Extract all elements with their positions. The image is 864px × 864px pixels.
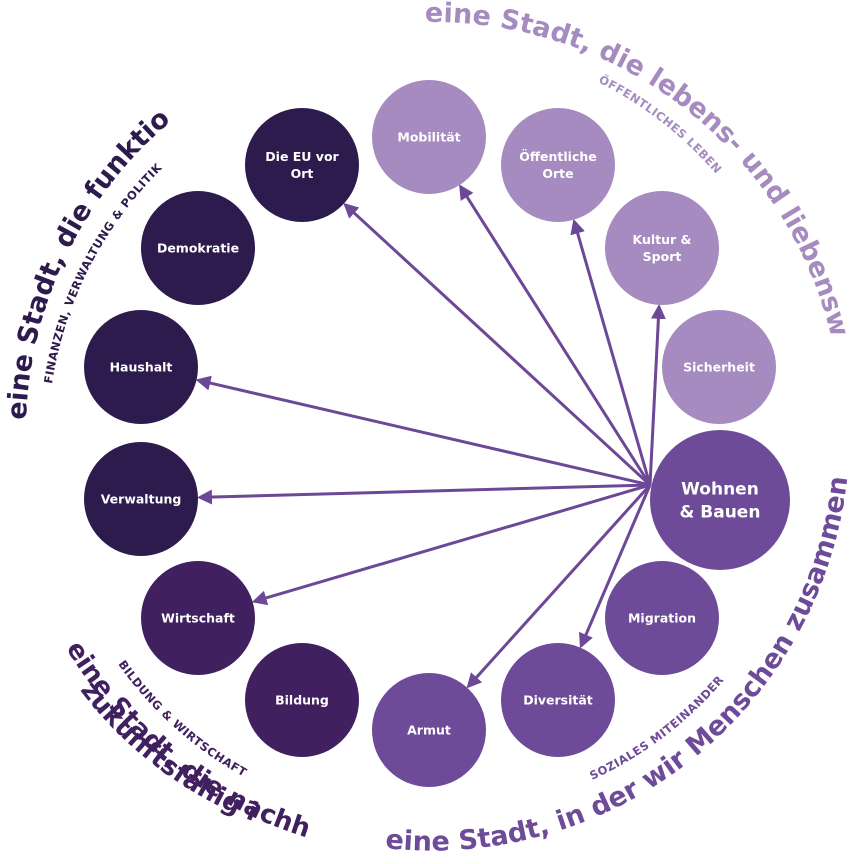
topic-node-wirtschaft: Wirtschaft xyxy=(141,561,255,675)
node-circle xyxy=(245,643,359,757)
node-label: Demokratie xyxy=(157,241,239,256)
node-label: Sicherheit xyxy=(683,360,755,375)
node-circle xyxy=(501,108,615,222)
node-circle xyxy=(141,561,255,675)
topic-node-migration: Migration xyxy=(605,561,719,675)
arrow-to-eu xyxy=(343,202,652,487)
node-label: Diversität xyxy=(523,693,593,708)
node-circle xyxy=(605,191,719,305)
arrow-to-oeffentliche-orte xyxy=(570,218,652,486)
topic-node-kultur-sport: Kultur & Sport xyxy=(605,191,719,305)
arrow-to-mobilitaet xyxy=(459,184,652,486)
node-circle xyxy=(84,310,198,424)
node-label: Ort xyxy=(291,166,314,181)
topic-nodes: Die EU vorOrtDemokratieHaushaltVerwaltun… xyxy=(84,80,790,787)
node-label: & Bauen xyxy=(680,503,761,523)
node-label: Armut xyxy=(407,723,451,738)
node-circle xyxy=(245,108,359,222)
node-circle xyxy=(650,430,790,570)
node-label: Haushalt xyxy=(110,360,173,375)
arrow-to-verwaltung xyxy=(196,483,651,505)
node-circle xyxy=(141,191,255,305)
node-label: Orte xyxy=(542,166,573,181)
node-circle xyxy=(605,561,719,675)
node-label: Kultur & xyxy=(633,232,692,247)
node-label: Verwaltung xyxy=(101,492,182,507)
node-label: Wohnen xyxy=(681,480,759,500)
topic-node-bildung: Bildung xyxy=(245,643,359,757)
node-label: Mobilität xyxy=(397,130,460,145)
node-label: Sport xyxy=(643,249,682,264)
topic-node-sicherheit: Sicherheit xyxy=(662,310,776,424)
topic-node-demokratie: Demokratie xyxy=(141,191,255,305)
topic-node-wohnen: Wohnen & Bauen xyxy=(650,430,790,570)
arrow-to-armut xyxy=(466,483,652,689)
topic-node-diversitaet: Diversität xyxy=(501,643,615,757)
node-label: Bildung xyxy=(275,693,329,708)
topic-node-verwaltung: Verwaltung xyxy=(84,442,198,556)
node-circle xyxy=(372,80,486,194)
arrow-to-kultur-sport xyxy=(648,303,666,486)
topic-node-mobilitaet: Mobilität xyxy=(372,80,486,194)
topic-node-armut: Armut xyxy=(372,673,486,787)
node-label: Die EU vor xyxy=(265,149,339,164)
node-label: Öffentliche xyxy=(519,149,596,164)
node-circle xyxy=(372,673,486,787)
node-label: Wirtschaft xyxy=(161,611,235,626)
topic-node-haushalt: Haushalt xyxy=(84,310,198,424)
node-circle xyxy=(501,643,615,757)
arrows xyxy=(195,184,666,689)
node-label: Migration xyxy=(628,611,696,626)
arrow-to-wirtschaft xyxy=(251,483,651,606)
arrow-to-diversitaet xyxy=(579,484,652,649)
node-circle xyxy=(84,442,198,556)
node-circle xyxy=(662,310,776,424)
arrow-to-haushalt xyxy=(195,375,651,487)
